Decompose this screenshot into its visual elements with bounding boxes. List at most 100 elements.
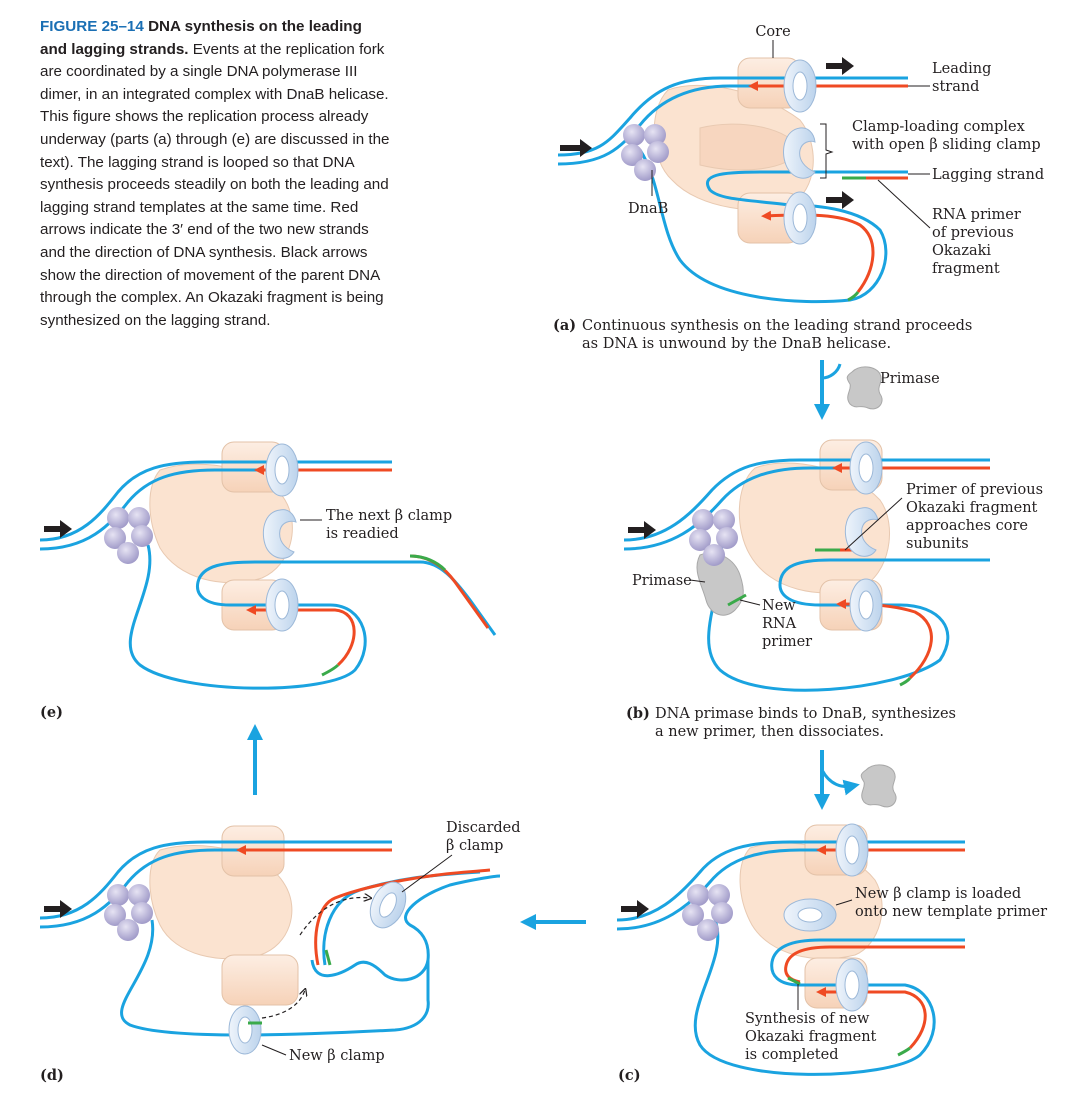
leader-discarded (401, 854, 453, 893)
leader-prev-primer (844, 497, 903, 551)
panel-a-text-2: as DNA is unwound by the DnaB helicase. (582, 336, 891, 352)
dashed-arrow-clamp-leaving (299, 897, 370, 936)
discarded-beta-clamp (369, 881, 407, 929)
panel-d: Discarded β clamp New β clamp (d) (39, 820, 521, 1084)
label-new-clamp-2: onto new template primer (855, 904, 1047, 920)
primase-bound (696, 552, 744, 616)
label-primase: Primase (880, 371, 940, 387)
label-leading-2: strand (932, 79, 979, 95)
dnab-helicase (621, 124, 669, 181)
leader-new-primer (739, 599, 761, 606)
leader-new-clamp (835, 899, 853, 906)
panel-c-tag: (c) (618, 1067, 641, 1084)
dnab-helicase (104, 507, 153, 564)
motion-arrow-incoming (44, 520, 72, 538)
motion-arrow-incoming (44, 900, 72, 918)
panel-e-tag: (e) (40, 704, 63, 721)
label-clamp-loading-2: with open β sliding clamp (852, 137, 1041, 153)
label-prev-primer-3: approaches core (906, 518, 1028, 534)
okazaki-new-strand (246, 605, 356, 667)
label-prev-primer-4: subunits (906, 536, 969, 552)
okazaki-primer-end (847, 291, 860, 302)
label-synthesis-3: is completed (745, 1047, 838, 1063)
lagging-template-loop (120, 919, 430, 1037)
lagging-template-loop (638, 149, 908, 304)
new-beta-clamp-loading (783, 898, 837, 932)
label-rna-primer-4: fragment (932, 261, 1000, 277)
parent-dna-top (557, 76, 908, 157)
label-prev-primer-1: Primer of previous (906, 482, 1043, 498)
lagging-template-loop (693, 919, 965, 1076)
label-new-clamp-d: New β clamp (289, 1048, 385, 1064)
figure-number: FIGURE 25–14 (40, 18, 144, 35)
label-next-clamp-2: is readied (326, 526, 399, 542)
leading-template (623, 466, 990, 551)
parent-dna-top (616, 840, 965, 922)
new-beta-clamp (228, 1005, 262, 1055)
primase-icon (846, 366, 883, 410)
leading-template (39, 468, 392, 551)
leader-clamp-loading (820, 123, 834, 179)
core-subunit-released (221, 954, 299, 1006)
dnab-helicase (104, 884, 153, 941)
beta-clamp-top (849, 441, 883, 495)
beta-clamp-bottom (849, 578, 883, 632)
released-loop-outer (310, 874, 501, 982)
figure-title: DNA synthesis on the leading and lagging… (40, 18, 362, 58)
dashed-arrow-clamp-arriving (261, 990, 305, 1019)
beta-clamp-bottom (265, 578, 299, 632)
okazaki-primer-end (897, 1046, 911, 1057)
panel-b-tag: (b) (626, 705, 650, 722)
okazaki-new-strand (816, 987, 927, 1050)
panel-e: The next β clamp is readied (e) (39, 441, 497, 721)
motion-arrow-incoming (560, 139, 592, 157)
lagging-template-loop (128, 544, 497, 690)
leading-template (616, 848, 965, 931)
okazaki-primer-end (899, 677, 912, 687)
motion-arrow-bottom (826, 191, 854, 209)
label-prev-primer-2: Okazaki fragment (906, 500, 1038, 516)
motion-arrow-top (826, 57, 854, 75)
panel-a-tag: (a) (553, 317, 576, 334)
label-rna-primer-3: Okazaki (932, 243, 991, 259)
okazaki-primer-end (321, 663, 340, 677)
panel-a-text-1: Continuous synthesis on the leading stra… (582, 318, 972, 334)
label-core: Core (755, 24, 790, 40)
leading-template (39, 848, 392, 929)
beta-clamp-top (783, 59, 817, 113)
next-beta-clamp (262, 509, 297, 559)
label-synthesis-2: Okazaki fragment (745, 1029, 877, 1045)
released-template (314, 868, 491, 966)
motion-arrow-incoming (621, 900, 649, 918)
released-primer (324, 949, 332, 966)
parent-dna-top (39, 840, 392, 920)
dnab-helicase (682, 884, 733, 941)
label-new-primer-3: primer (762, 634, 812, 650)
completed-fragment-primer (409, 554, 447, 572)
completed-fragment-primer (787, 976, 801, 986)
label-dnab: DnaB (628, 201, 668, 217)
label-next-clamp-1: The next β clamp (326, 508, 452, 524)
open-beta-clamp (783, 127, 816, 179)
label-primase-b: Primase (632, 573, 692, 589)
leader-new-clamp-d (261, 1044, 287, 1056)
panel-b-text-2: a new primer, then dissociates. (655, 724, 884, 740)
label-rna-primer-2: of previous (932, 225, 1014, 241)
figure-caption: FIGURE 25–14 DNA synthesis on the leadin… (40, 16, 390, 332)
panel-d-tag: (d) (40, 1067, 64, 1084)
new-rna-primer (727, 593, 747, 607)
label-clamp-loading-1: Clamp-loading complex (852, 119, 1025, 135)
label-new-primer-1: New (762, 598, 796, 614)
label-leading-1: Leading (932, 61, 991, 77)
parent-dna-top (623, 458, 990, 542)
completed-fragment (409, 554, 490, 629)
label-lagging: Lagging strand (932, 167, 1044, 183)
label-discarded-2: β clamp (446, 838, 503, 854)
label-new-primer-2: RNA (762, 616, 797, 632)
panel-b-text-1: DNA primase binds to DnaB, synthesizes (655, 706, 956, 722)
parent-dna-top (39, 460, 392, 542)
lagging-template-loop (707, 539, 990, 692)
panel-b: Primer of previous Okazaki fragment appr… (623, 439, 1043, 740)
motion-arrow-incoming (628, 521, 656, 539)
